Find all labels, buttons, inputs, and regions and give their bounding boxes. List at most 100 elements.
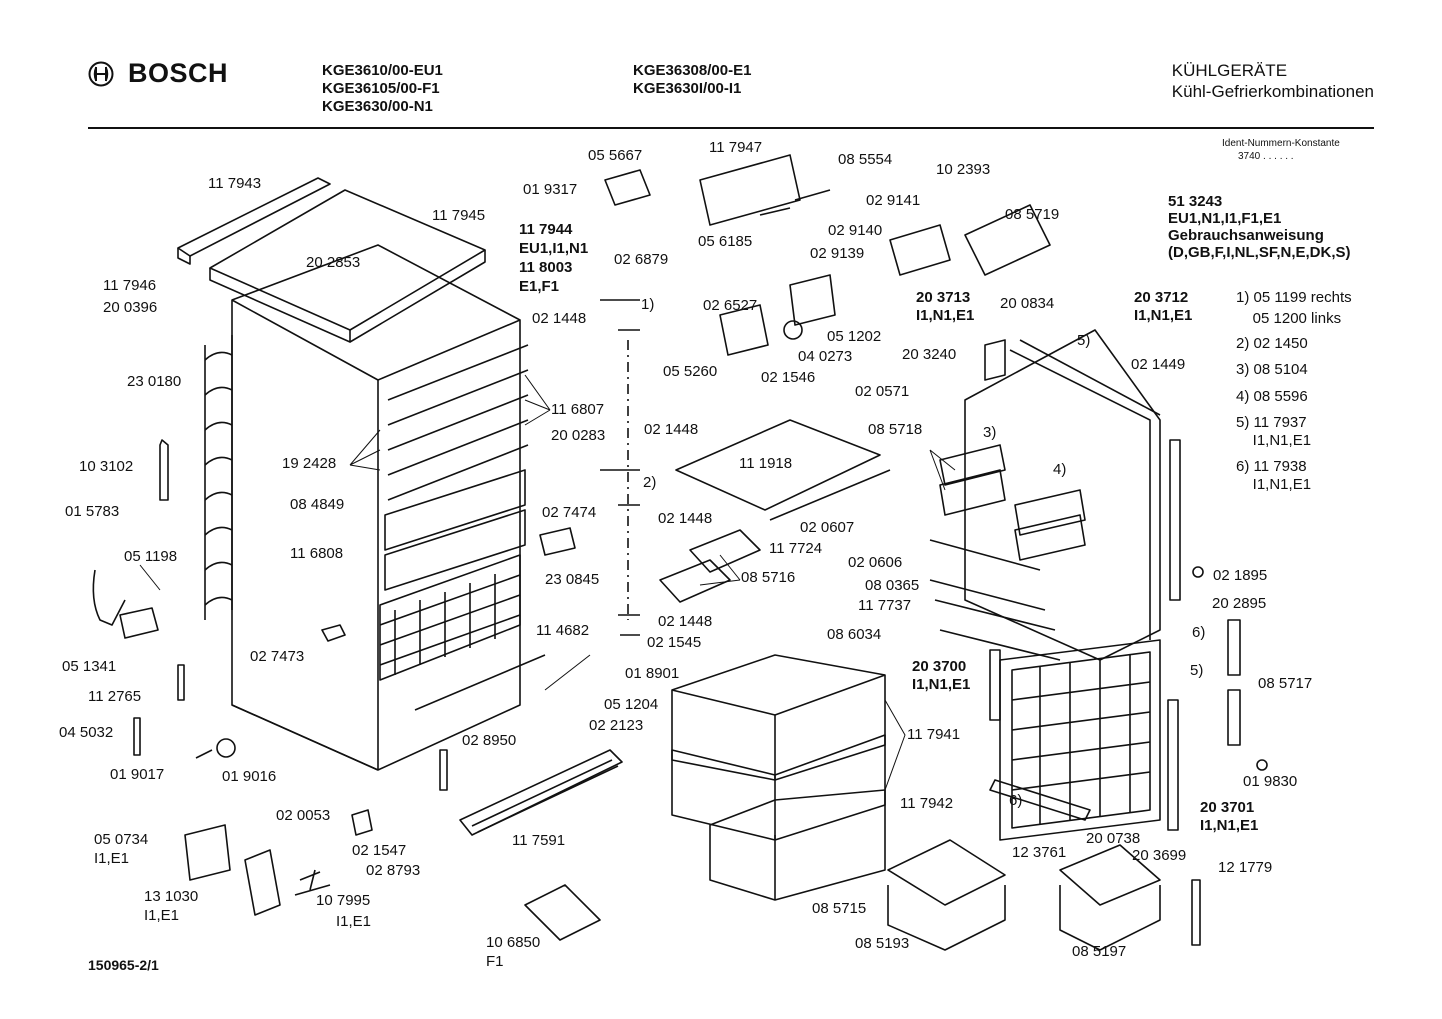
ice-accumulator: [689, 529, 761, 573]
leader-lines: [139, 374, 956, 791]
part-label: 20 3712: [1134, 289, 1189, 306]
manual-code: 51 3243: [1168, 193, 1223, 210]
part-label: 11 6808: [290, 545, 344, 562]
part-label: 6): [1009, 792, 1023, 809]
fuse-part: [133, 717, 141, 756]
model-number: KGE36308/00-E1: [633, 62, 752, 79]
part-label: 10 6850: [486, 934, 541, 951]
part-label: 4): [1053, 461, 1067, 478]
part-label: 05 1204: [604, 696, 659, 713]
part-label: 02 1448: [658, 510, 713, 527]
part-label: 04 0273: [798, 348, 853, 365]
part-label: 02 9141: [866, 192, 921, 209]
footnote: 05 1200 links: [1236, 310, 1342, 327]
part-label: 02 1448: [532, 310, 587, 327]
door-bars: [929, 539, 1061, 661]
door-balcony: [939, 469, 1006, 516]
part-label: 08 4849: [290, 496, 345, 513]
part-label: 02 6527: [703, 297, 758, 314]
wiring: [92, 569, 126, 626]
model-number: KGE3630I/00-I1: [633, 80, 742, 97]
footnote: 3) 08 5104: [1236, 361, 1308, 378]
part-label: 11 7945: [432, 207, 486, 224]
door-seal: [1167, 699, 1179, 831]
part-label: 05 1202: [827, 328, 882, 345]
part-label: 20 0834: [1000, 295, 1055, 312]
part-label: 11 1918: [739, 455, 793, 472]
part-label: 05 1198: [124, 548, 178, 565]
part-label: 02 7473: [250, 648, 305, 665]
category-title: KÜHLGERÄTE: [1171, 61, 1288, 80]
part-label: 02 1448: [658, 613, 713, 630]
model-list-1: KGE3610/00-EU1 KGE36105/00-F1 KGE3630/00…: [322, 62, 443, 116]
fridge-cabinet: [231, 244, 521, 771]
relay-block: [119, 607, 159, 639]
part-label: 05 5260: [663, 363, 718, 380]
part-label: 20 0738: [1086, 830, 1141, 847]
part-label: 12 3761: [1012, 844, 1067, 861]
switch-parts: [759, 189, 831, 216]
bosch-armature-icon: [88, 61, 114, 86]
model-number: KGE3610/00-EU1: [322, 62, 443, 79]
brand-logo: BOSCH: [88, 58, 228, 89]
part-label: 02 0607: [800, 519, 855, 536]
freezer-door: [999, 639, 1161, 841]
category-subtitle: Kühl-Gefrierkombinationen: [1171, 82, 1374, 101]
handle-part: [321, 624, 346, 642]
clip-part: [539, 527, 576, 556]
part-label: 11 6807: [551, 401, 605, 418]
part-label: 08 5718: [868, 421, 923, 438]
part-label: 13 1030: [144, 888, 199, 905]
footnote: 1) 05 1199 rechts: [1236, 289, 1352, 306]
hinge-bracket: [1227, 689, 1241, 746]
basket-part: [887, 839, 1006, 906]
part-label: 20 3700: [912, 658, 967, 675]
pin-part: [195, 749, 213, 759]
leveling-foot: [351, 809, 373, 836]
part-label: 02 2123: [589, 717, 644, 734]
part-label: 01 9017: [110, 766, 165, 783]
ice-tray: [524, 884, 601, 941]
part-label: 08 0365: [865, 577, 920, 594]
part-label: 02 0606: [848, 554, 903, 571]
part-label: 20 0283: [551, 427, 606, 444]
part-label: 08 5716: [741, 569, 796, 586]
part-label: 10 2393: [936, 161, 991, 178]
part-label: 10 3102: [79, 458, 134, 475]
door-balcony: [1014, 514, 1086, 561]
category-block: KÜHLGERÄTE Kühl-Gefrierkombinationen: [1172, 60, 1374, 102]
part-label: 08 5554: [838, 151, 893, 168]
brand-name: BOSCH: [128, 58, 229, 88]
part-label: 1): [641, 296, 655, 313]
fan-blade: [294, 869, 331, 896]
part-label: 05 6185: [698, 233, 753, 250]
top-cover: [209, 189, 486, 343]
part-label: 20 2895: [1212, 595, 1267, 612]
fridge-door: [964, 329, 1161, 661]
part-label: 02 7474: [542, 504, 597, 521]
manual-variants: EU1,N1,I1,F1,E1: [1168, 210, 1282, 227]
part-label: I1,N1,E1: [912, 676, 971, 693]
glass-shelf: [675, 419, 881, 511]
part-label: E1,F1: [519, 278, 560, 295]
part-label: 23 0845: [545, 571, 600, 588]
part-label: 02 8793: [366, 862, 421, 879]
model-number: KGE3630/00-N1: [322, 98, 433, 115]
vent-grille: [177, 177, 331, 265]
manual-languages: (D,GB,F,I,NL,SF,N,E,DK,S): [1168, 244, 1351, 261]
part-label: 11 7946: [103, 277, 157, 294]
part-label: 08 6034: [827, 626, 882, 643]
part-label: 11 7943: [208, 175, 262, 192]
part-label: I1,N1,E1: [1200, 817, 1259, 834]
hinge-parts: [600, 299, 640, 636]
footnote: 2) 02 1450: [1236, 335, 1308, 352]
part-label: 08 5719: [1005, 206, 1060, 223]
part-label: F1: [486, 953, 504, 970]
part-label: 01 5783: [65, 503, 120, 520]
part-label: 20 0396: [103, 299, 158, 316]
manual-title: Gebrauchsanweisung: [1168, 227, 1324, 244]
freezer-drawers: [671, 654, 886, 901]
part-label: 02 0571: [855, 383, 910, 400]
ice-accumulator: [659, 559, 731, 603]
